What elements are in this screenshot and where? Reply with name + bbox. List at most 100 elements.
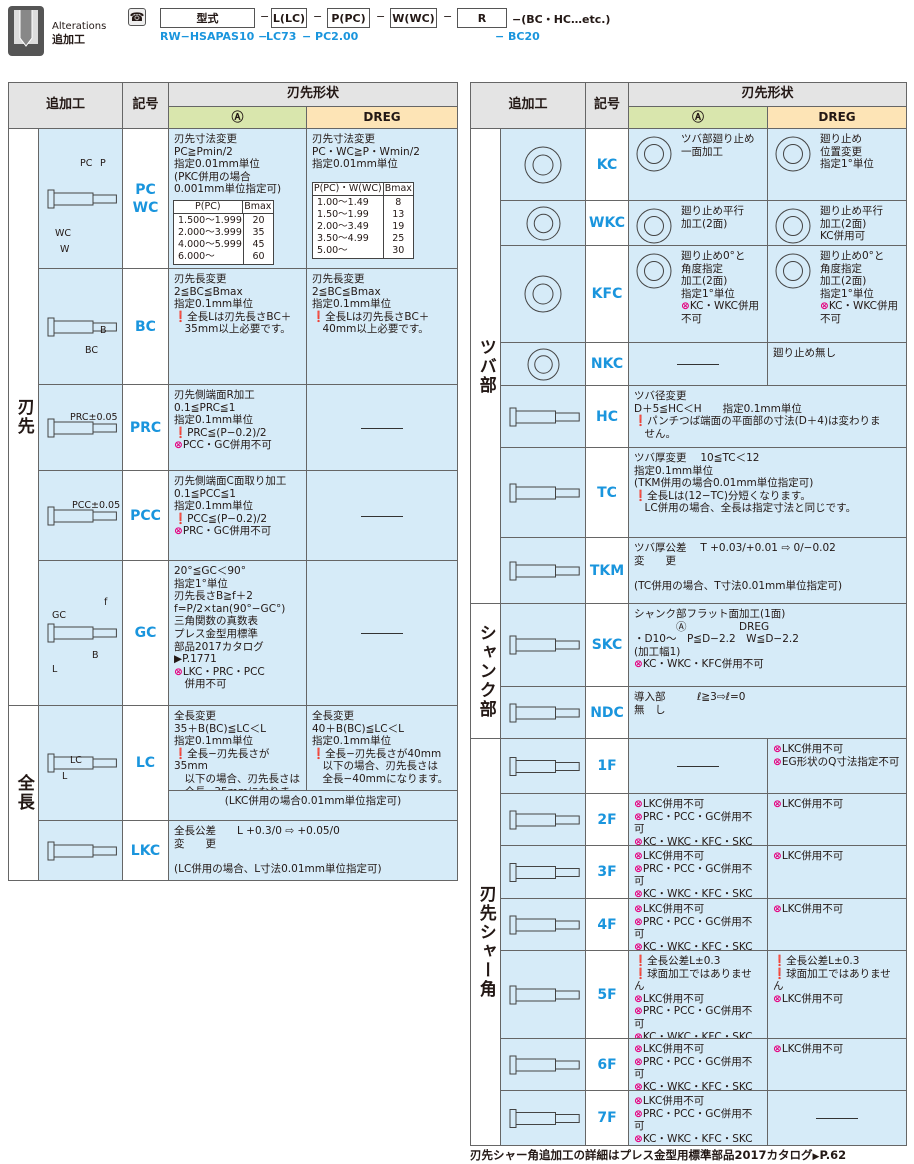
footer-page[interactable]: P.62 (819, 1148, 847, 1162)
right-diagram-3f (500, 845, 586, 899)
left-spec-a: 刃先側端面R加工 0.1≦PRC≦1 指定0.1mm単位 ❗PRC≦(P−0.2… (168, 384, 307, 471)
dimension-label: L (62, 771, 68, 782)
right-code: TKM (585, 537, 629, 604)
right-code: TC (585, 447, 629, 538)
left-code: PRC (122, 384, 169, 471)
example-type: RW−HSAPAS10 − (160, 30, 268, 43)
right-category: ツバ部 (470, 128, 501, 604)
phone-icon: ☎ (128, 8, 146, 26)
right-code: NDC (585, 686, 629, 739)
right-code: 2F (585, 793, 629, 846)
none-dash (361, 633, 403, 634)
none-dash (816, 1118, 858, 1119)
right-spec-a: ⊗LKC併用不可 ⊗PRC・PCC・GC併用不可 ⊗KC・WKC・KFC・SKC… (628, 845, 768, 899)
bmax-value: 19 (392, 221, 405, 232)
left-spec-a: 刃先寸法変更 PC≧Pmin/2 指定0.01mm単位 (PKC併用の場合 0.… (168, 128, 307, 269)
right-code: KFC (585, 245, 629, 343)
right-spec-dreg: 廻り止め0°と 角度指定 加工(2面) 指定1°単位 ⊗KC・WKC併用不可 (767, 245, 907, 343)
bmax-range: 1.500〜1.999 (178, 215, 242, 226)
bmax-value: 30 (392, 245, 405, 256)
bmax-range: 6.000〜 (178, 251, 215, 262)
dimension-label: PC (80, 158, 93, 169)
bmax-head: P(PC) (174, 201, 243, 213)
part-drawing-icon (47, 189, 117, 208)
right-diagram-6f (500, 1038, 586, 1091)
dimension-label: P (100, 158, 106, 169)
bmax-value: 45 (252, 239, 265, 250)
part-drawing-icon (509, 1055, 580, 1074)
title-jp: 追加工 (52, 33, 85, 46)
right-code: 4F (585, 898, 629, 951)
left-header-alteration: 追加工 (8, 82, 123, 129)
none-dash (677, 766, 719, 767)
left-code: BC (122, 268, 169, 385)
left-spec-a: 刃先長変更 2≦BC≦Bmax 指定0.1mm単位 ❗全長Lは刃先長さBC＋ 3… (168, 268, 307, 385)
left-diagram-prc (38, 384, 123, 471)
bmax-head: Bmax (244, 201, 272, 212)
right-code: 7F (585, 1090, 629, 1146)
dimension-label: WC (55, 228, 72, 239)
part-drawing-icon (47, 317, 117, 336)
right-spec-dreg: 廻り止め平行 加工(2面) KC併用可 (767, 200, 907, 246)
bmax-value: 60 (252, 251, 265, 262)
catalog-icon: ▶ (812, 1152, 820, 1162)
right-diagram-kc (500, 128, 586, 201)
part-drawing-icon (524, 146, 562, 183)
bmax-value: 20 (252, 215, 265, 226)
left-code: GC (122, 560, 169, 706)
right-category: 刃先シャー角 (470, 738, 501, 1146)
right-diagram-kfc (500, 245, 586, 343)
bmax-value: 13 (392, 209, 405, 220)
right-code: WKC (585, 200, 629, 246)
dimension-label: LC (70, 755, 82, 766)
right-code: 3F (585, 845, 629, 899)
dimension-label: GC (52, 610, 66, 621)
right-spec-dreg: 廻り止め無し (767, 342, 907, 386)
part-drawing-icon (509, 756, 580, 776)
flange-view-icon (774, 207, 812, 245)
part-drawing-icon (526, 206, 560, 240)
part-drawing-icon (47, 506, 117, 525)
example-lc: LC73 (266, 30, 297, 43)
left-spec-dreg (306, 560, 458, 706)
left-diagram-gc (38, 560, 123, 706)
right-header-shape: 刃先形状 (628, 82, 907, 107)
right-diagram-2f (500, 793, 586, 846)
lc-box: L(LC) (271, 8, 307, 28)
none-dash (361, 427, 403, 429)
part-drawing-icon (47, 418, 117, 437)
left-code: PC WC (122, 128, 169, 269)
example-pc: − PC2.00 (302, 30, 359, 43)
right-diagram-ndc (500, 686, 586, 739)
part-drawing-icon (509, 1108, 580, 1128)
right-spec-a: ⊗LKC併用不可 ⊗PRC・PCC・GC併用不可 ⊗KC・WKC・KFC・SKC… (628, 1090, 768, 1146)
flange-view-icon (635, 252, 673, 294)
left-spec-note: (LKC併用の場合0.01mm単位指定可) (168, 790, 458, 821)
right-diagram-skc (500, 603, 586, 687)
footer-text: 刃先シャー角追加工の詳細はプレス金型用標準部品2017カタログ (470, 1148, 813, 1162)
left-diagram-pc-wc (38, 128, 123, 269)
part-drawing-icon (47, 623, 117, 643)
right-code: 1F (585, 738, 629, 794)
right-diagram-5f (500, 950, 586, 1039)
right-code: NKC (585, 342, 629, 386)
example-bc: − BC20 (495, 30, 540, 43)
bmax-range: 1.00〜1.49 (317, 197, 369, 208)
footer: 刃先シャー角追加工の詳細はプレス金型用標準部品2017カタログ▶P.62 (470, 1147, 846, 1163)
left-spec-dreg (306, 470, 458, 561)
bmax-value: 25 (392, 233, 405, 244)
left-code: PCC (122, 470, 169, 561)
bmax-head: Bmax (384, 183, 412, 194)
dimension-label: W (60, 244, 70, 255)
bmax-value: 8 (395, 197, 402, 208)
left-diagram-bc (38, 268, 123, 385)
bmax-range: 1.50〜1.99 (317, 209, 369, 220)
part-drawing-icon (524, 275, 562, 313)
sep: − (443, 10, 453, 23)
flange-view-icon (635, 135, 673, 177)
flange-view-icon (774, 252, 812, 294)
left-code: LKC (122, 820, 169, 881)
part-drawing-icon (509, 703, 580, 722)
dimension-label: B (92, 650, 99, 661)
left-category: 刃先 (8, 128, 39, 706)
